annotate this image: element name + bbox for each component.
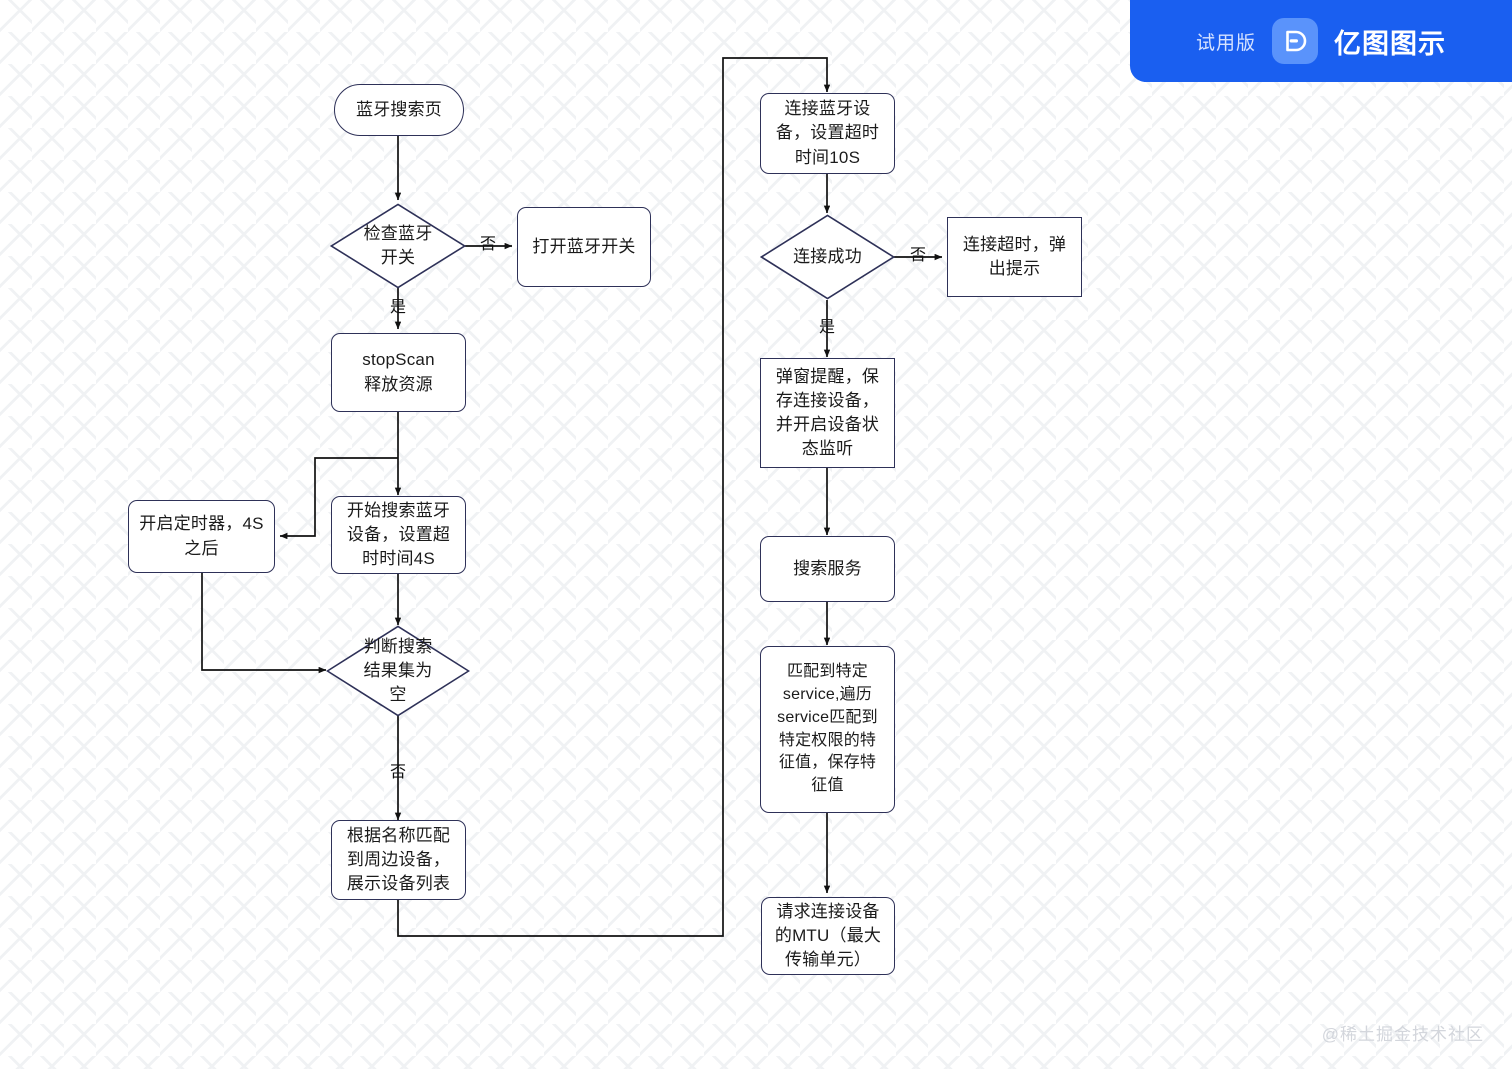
node-popup-save-device-listen-state[interactable]: 弹窗提醒，保存连接设备，并开启设备状态监听	[760, 358, 895, 468]
node-label: 请求连接设备的MTU（最大传输单元）	[774, 901, 882, 970]
node-start-bluetooth-search-page[interactable]: 蓝牙搜索页	[334, 84, 464, 136]
edge-timer-to-resultempty	[201, 573, 327, 674]
diamond-shape	[760, 214, 895, 300]
node-decision-check-bluetooth-switch[interactable]: 检查蓝牙开关	[330, 203, 466, 289]
edge-trunk-to-timer	[279, 457, 398, 540]
edge-label-check-bluetooth-no: 否	[480, 236, 497, 253]
node-label: 开始搜索蓝牙设备，设置超时时间4S	[346, 500, 451, 569]
node-label: 连接超时，弹出提示	[962, 234, 1067, 278]
node-label: 搜索服务	[793, 558, 862, 578]
node-label: 蓝牙搜索页	[356, 99, 442, 119]
edraw-logo-icon	[1272, 18, 1318, 64]
node-connect-timeout-toast[interactable]: 连接超时，弹出提示	[947, 217, 1082, 297]
diamond-shape	[330, 203, 466, 289]
edge-label-connect-success-yes: 是	[819, 319, 836, 336]
node-start-scan-bluetooth-devices[interactable]: 开始搜索蓝牙设备，设置超时时间4S	[331, 496, 466, 574]
node-label: 根据名称匹配到周边设备，展示设备列表	[346, 825, 451, 894]
node-connect-bluetooth-device[interactable]: 连接蓝牙设备，设置超时时间10S	[760, 93, 895, 174]
node-open-bluetooth-switch[interactable]: 打开蓝牙开关	[517, 207, 651, 287]
edge-label-check-bluetooth-yes: 是	[390, 299, 407, 316]
node-label: 连接成功	[793, 246, 862, 266]
node-search-service[interactable]: 搜索服务	[760, 536, 895, 602]
edraw-trial-badge: 试用版 亿图图示	[1130, 0, 1512, 82]
site-credit-watermark: @稀土掘金技术社区	[1321, 1025, 1484, 1044]
edge-matchname-to-connectbt	[397, 57, 831, 937]
node-decision-connect-success[interactable]: 连接成功	[760, 214, 895, 300]
node-label: 弹窗提醒，保存连接设备，并开启设备状态监听	[775, 366, 880, 459]
node-match-device-by-name[interactable]: 根据名称匹配到周边设备，展示设备列表	[331, 820, 466, 900]
node-label: 打开蓝牙开关	[532, 236, 636, 256]
diamond-shape	[326, 625, 470, 717]
product-name: 亿图图示	[1334, 28, 1446, 59]
node-decision-result-set-empty[interactable]: 判断搜索结果集为空	[326, 625, 470, 717]
node-label: 检查蓝牙开关	[363, 223, 433, 267]
node-label: 连接蓝牙设备，设置超时时间10S	[775, 99, 880, 167]
node-request-device-mtu[interactable]: 请求连接设备的MTU（最大传输单元）	[761, 897, 895, 975]
edge-label-connect-success-no: 否	[910, 247, 927, 264]
edge-label-result-empty-no: 否	[390, 764, 407, 781]
trial-label: 试用版	[1195, 32, 1256, 54]
node-label: 判断搜索结果集为空	[363, 636, 433, 705]
